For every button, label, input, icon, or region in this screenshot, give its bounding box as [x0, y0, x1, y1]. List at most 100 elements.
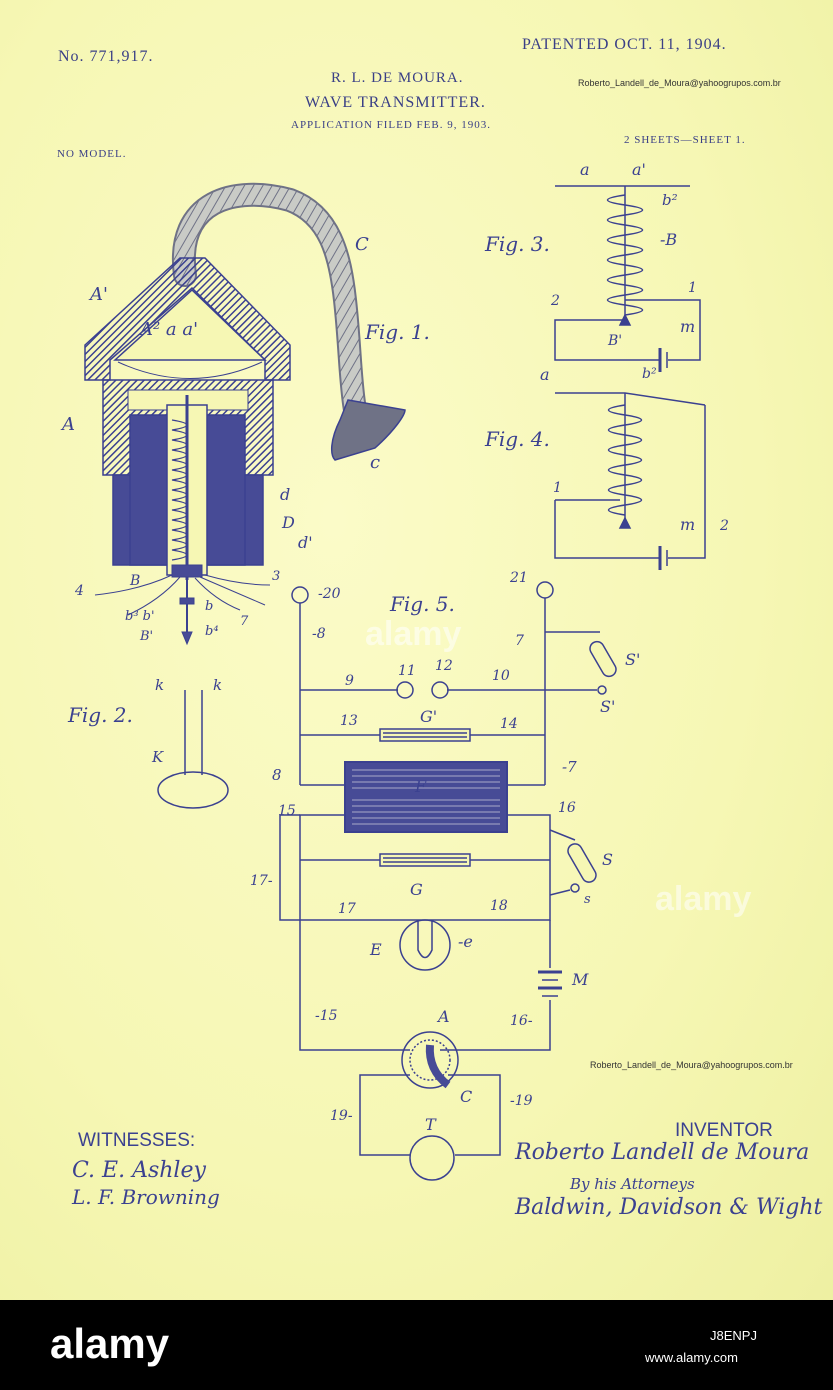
patent-number: No. 771,917. — [58, 48, 154, 65]
label-T: T — [425, 1115, 437, 1134]
label-fig3-b2: b² — [662, 191, 678, 209]
label-8-top: -8 — [312, 626, 326, 642]
label-e: -e — [458, 932, 473, 951]
label-7: -7 — [562, 758, 577, 776]
label-fig4-a: a — [540, 365, 550, 384]
label-C: C — [355, 234, 369, 255]
attorneys-signature: Baldwin, Davidson & Wight — [515, 1195, 823, 1220]
label-d-prime: d' — [298, 533, 313, 552]
alamy-logo: alamy — [50, 1320, 170, 1367]
label-20: -20 — [318, 586, 341, 602]
label-16: 16- — [510, 1013, 533, 1029]
label-19-left: 19- — [330, 1108, 353, 1124]
label-fig4-2: 2 — [719, 518, 729, 534]
label-S-prime-2: S' — [600, 697, 615, 716]
label-A: A — [60, 414, 75, 435]
fig4-label: Fig. 4. — [485, 427, 550, 451]
witnesses-label: WITNESSES: — [78, 1130, 196, 1151]
fig1-label: Fig. 1. — [365, 320, 430, 344]
inventor-label: INVENTOR — [675, 1120, 773, 1141]
label-9: 9 — [345, 673, 354, 689]
label-8: 8 — [272, 766, 282, 784]
label-14: 14 — [500, 716, 518, 732]
email-top: Roberto_Landell_de_Moura@yahoogrupos.com… — [578, 78, 781, 88]
watermark-right: alamy — [655, 880, 752, 918]
watermark-center: alamy — [365, 615, 462, 653]
patent-sheet: No. 771,917. PATENTED OCT. 11, 1904. R. … — [0, 0, 833, 1300]
fig3-circuit — [554, 185, 701, 372]
label-15: -15 — [315, 1008, 338, 1024]
label-c: c — [370, 452, 380, 473]
fig2-label: Fig. 2. — [68, 703, 133, 727]
label-B-prime: B' — [139, 629, 153, 644]
label-M: M — [571, 970, 589, 989]
fig5-label: Fig. 5. — [390, 592, 455, 616]
label-12: 12 — [435, 658, 453, 674]
label-S: S — [602, 850, 613, 869]
patent-title: WAVE TRANSMITTER. — [305, 94, 486, 111]
label-16-top: 16 — [558, 800, 576, 816]
label-15-top: 15 — [278, 803, 296, 819]
fig2-drawing — [157, 690, 229, 809]
label-10: 10 — [492, 668, 510, 684]
label-fig4-1: 1 — [553, 480, 562, 496]
label-A-prime: A' — [88, 284, 108, 305]
by-attorneys: By his Attorneys — [570, 1175, 695, 1193]
label-b3: b³ b' — [125, 609, 155, 624]
label-B: B — [129, 573, 140, 589]
inventor-name-header: R. L. DE MOURA. — [331, 70, 464, 86]
label-fig3-a: a — [580, 160, 590, 179]
patent-drawings: A' A² a a' A C c d D d' 4 B b³ b' b 7 B'… — [60, 160, 729, 1181]
fig5-circuit — [279, 581, 617, 1181]
label-fig3-2: 2 — [550, 293, 560, 309]
label-3: 3 — [272, 569, 280, 584]
image-id: J8ENPJ — [710, 1328, 757, 1343]
label-21: 21 — [509, 570, 528, 586]
no-model: NO MODEL. — [57, 148, 127, 160]
label-fig4-m: m — [680, 515, 695, 534]
label-G-prime: G' — [420, 707, 437, 726]
label-F: F — [414, 777, 427, 796]
label-17-left: 17- — [250, 873, 273, 889]
label-13: 13 — [340, 713, 358, 729]
label-K: K — [151, 748, 164, 766]
fig1-transmitter-drawing — [84, 182, 406, 646]
label-11: 11 — [398, 663, 416, 679]
label-S-prime-1: S' — [625, 650, 640, 669]
label-7-top: 7 — [515, 633, 524, 649]
label-fig4-b2: b² — [642, 366, 657, 382]
label-k1: k — [155, 676, 164, 694]
witness-signature-1: C. E. Ashley — [72, 1158, 206, 1183]
label-17: 17 — [338, 901, 356, 917]
patented-date: PATENTED OCT. 11, 1904. — [522, 36, 727, 53]
label-fig3-a-prime: a' — [632, 160, 646, 179]
label-s: s — [584, 892, 591, 907]
fig4-circuit — [554, 392, 706, 570]
label-fig3-m: m — [680, 317, 695, 336]
label-d: d — [280, 485, 290, 504]
email-mid: Roberto_Landell_de_Moura@yahoogrupos.com… — [590, 1060, 793, 1070]
label-18: 18 — [490, 898, 508, 914]
label-fig3-B-prime: B' — [607, 333, 622, 349]
label-fig3-1: 1 — [688, 280, 697, 296]
label-7: 7 — [240, 614, 249, 629]
fig3-label: Fig. 3. — [485, 232, 550, 256]
label-fig5-A: A — [436, 1007, 450, 1026]
label-b: b — [205, 599, 213, 614]
label-k2: k — [213, 676, 222, 694]
label-b4: b⁴ — [205, 624, 219, 639]
label-fig3-B: -B — [660, 230, 677, 249]
label-19-right: -19 — [510, 1093, 533, 1109]
label-G: G — [410, 880, 423, 899]
label-fig5-C: C — [460, 1087, 472, 1106]
stock-footer — [0, 1300, 833, 1390]
label-D: D — [281, 513, 295, 532]
site-url: www.alamy.com — [645, 1350, 738, 1365]
label-A2: A² a a' — [138, 319, 198, 340]
sheets-label: 2 SHEETS—SHEET 1. — [624, 134, 746, 146]
application-filed: APPLICATION FILED FEB. 9, 1903. — [291, 119, 491, 131]
label-4: 4 — [74, 583, 84, 599]
label-E: E — [369, 940, 382, 959]
inventor-signature: Roberto Landell de Moura — [515, 1140, 810, 1165]
witness-signature-2: L. F. Browning — [72, 1185, 220, 1209]
